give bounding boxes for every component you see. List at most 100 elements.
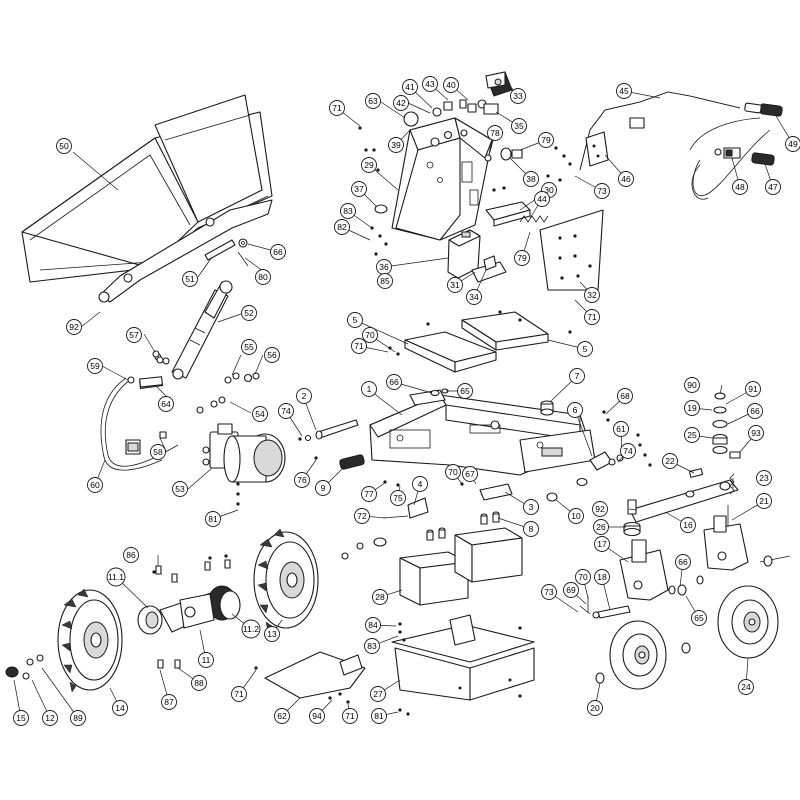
svg-text:36: 36 [379,262,389,272]
callout-76: 76 [294,472,310,488]
svg-text:65: 65 [694,613,704,623]
spring [519,215,549,223]
callout-57: 57 [126,327,142,343]
svg-text:86: 86 [126,550,136,560]
svg-text:19: 19 [687,403,697,413]
svg-text:60: 60 [90,480,100,490]
callout-52: 52 [241,305,257,321]
svg-text:50: 50 [59,141,69,151]
callout-71-plate: 71 [351,338,367,354]
callout-14: 14 [112,700,128,716]
hydraulic-hoses [100,376,179,471]
callout-26: 26 [593,519,609,535]
svg-text:65: 65 [460,386,470,396]
hydraulic-fittings [139,350,260,414]
callout-86: 86 [123,547,139,563]
svg-text:79: 79 [517,253,527,263]
callout-32: 32 [584,287,600,303]
svg-text:11: 11 [202,655,211,665]
svg-text:21: 21 [759,496,769,506]
svg-text:12: 12 [45,713,55,723]
svg-text:34: 34 [469,292,479,302]
svg-text:69: 69 [566,585,576,595]
svg-text:71: 71 [354,341,364,351]
svg-text:71: 71 [345,711,355,721]
svg-text:8: 8 [529,524,534,534]
callout-50: 50 [56,138,72,154]
svg-text:46: 46 [621,174,631,184]
callout-69: 69 [563,582,579,598]
axle-rod [304,419,359,442]
leader-lines [13,83,794,719]
part-drawings [5,71,791,716]
transaxle-hardware [5,537,387,680]
callout-93: 93 [748,425,764,441]
svg-text:41: 41 [405,82,415,92]
callout-3: 3 [523,499,539,515]
svg-text:89: 89 [73,713,83,723]
hydraulic-pump-motor [202,423,286,483]
callout-79-lower: 79 [514,250,530,266]
svg-text:71: 71 [234,689,244,699]
svg-text:75: 75 [393,493,403,503]
wheel-large-left [57,588,123,693]
callout-4: 4 [412,476,428,492]
svg-text:22: 22 [665,456,675,466]
svg-text:43: 43 [425,79,435,89]
callout-13: 13 [264,626,280,642]
svg-text:20: 20 [590,703,600,713]
battery-tray [391,614,535,701]
switch-components [483,103,523,162]
callout-12: 12 [42,710,58,726]
caster-washers [668,575,704,596]
callout-79-upper: 79 [538,132,554,148]
callout-70-plate: 70 [362,327,378,343]
svg-text:51: 51 [185,274,195,284]
rubber-pad [339,454,365,470]
svg-text:45: 45 [619,86,629,96]
skid-plate [264,651,366,699]
svg-text:73: 73 [544,587,554,597]
callout-72: 72 [354,508,370,524]
callout-81-tray: 81 [371,708,387,724]
caster-wheel-right [717,585,779,659]
callout-42: 42 [393,95,409,111]
support-bracket [471,255,507,283]
callout-11-1: 11.1 [106,567,126,587]
svg-text:61: 61 [616,424,626,434]
callout-83-tray: 83 [364,638,380,654]
svg-text:16: 16 [683,520,693,530]
svg-text:63: 63 [368,96,378,106]
callout-28: 28 [372,589,388,605]
small-bolts [152,126,652,716]
svg-text:90: 90 [687,380,697,390]
svg-text:40: 40 [446,80,456,90]
callout-88: 88 [191,675,207,691]
callout-9: 9 [315,480,331,496]
svg-text:14: 14 [115,703,125,713]
cover-plate [539,209,604,291]
main-chassis [369,389,596,476]
callout-5-lower: 5 [577,341,593,357]
svg-text:47: 47 [768,182,778,192]
callout-17: 17 [594,536,610,552]
callout-43: 43 [422,76,438,92]
svg-text:94: 94 [312,711,322,721]
svg-text:27: 27 [373,689,383,699]
callout-92-axle: 92 [592,501,608,517]
callout-94: 94 [309,708,325,724]
callout-29: 29 [361,157,377,173]
svg-text:39: 39 [391,140,401,150]
svg-text:81: 81 [374,711,384,721]
pivot-hardware [546,451,624,502]
callout-84: 84 [365,617,381,633]
svg-text:66: 66 [678,557,688,567]
callout-49: 49 [785,136,800,152]
svg-text:17: 17 [597,539,607,549]
callout-74-chassis: 74 [278,403,294,419]
callout-7: 7 [569,368,585,384]
svg-text:91: 91 [748,384,758,394]
floor-plates [404,311,549,373]
callout-82: 82 [334,219,350,235]
svg-text:71: 71 [332,103,342,113]
